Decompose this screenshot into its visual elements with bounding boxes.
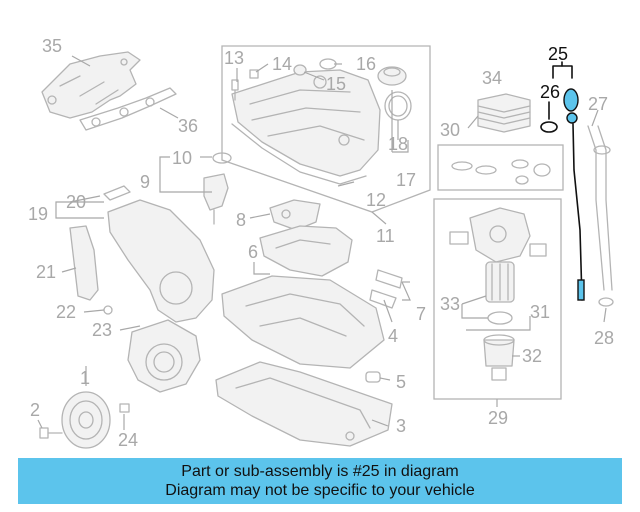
filter-cap-32-part: [483, 334, 515, 381]
callout-35: 35: [42, 36, 62, 56]
o-ring-10-part: [212, 152, 232, 164]
callout-13: 13: [224, 48, 244, 68]
bolt-22-part: [103, 305, 113, 315]
bolt-13-part: [231, 79, 239, 101]
callout-12: 12: [366, 190, 386, 210]
oil-filler-cap-part: [377, 66, 407, 86]
callout-23: 23: [92, 320, 112, 340]
dipstick-seal-26-part: [540, 121, 558, 133]
seal-16-part: [319, 58, 337, 70]
gaskets-30-part: [451, 159, 551, 185]
lower-oil-pan-part: [215, 361, 393, 447]
callout-25-bracket: [552, 65, 573, 79]
callout-6: 6: [248, 242, 258, 262]
crank-pulley-part: [61, 391, 111, 449]
banner-line-part-number: Part or sub-assembly is #25 in diagram: [181, 463, 459, 480]
dipstick-part-highlighted: [563, 88, 585, 301]
part-info-banner: Part or sub-assembly is #25 in diagram D…: [18, 458, 622, 504]
banner-line-disclaimer: Diagram may not be specific to your vehi…: [165, 482, 475, 499]
callout-34: 34: [482, 68, 502, 88]
baffle-6-part: [259, 225, 353, 277]
callout-15: 15: [326, 74, 346, 94]
bolt-24-part: [119, 403, 130, 413]
dipstick-tube-part: [587, 125, 613, 291]
clip-7a-part: [375, 269, 403, 289]
callout-18: 18: [388, 134, 408, 154]
intake-manifold-part: [41, 51, 141, 119]
callout-20: 20: [66, 192, 86, 212]
filter-element-33-part: [485, 261, 515, 325]
callout-33: 33: [440, 294, 460, 314]
callout-4: 4: [388, 326, 398, 346]
callout-25: 25: [548, 44, 568, 64]
callout-27: 27: [588, 94, 608, 114]
oil-filter-housing-part: [449, 207, 547, 263]
callout-32: 32: [522, 346, 542, 366]
drain-plug-part: [365, 371, 381, 383]
callout-26: 26: [540, 82, 560, 102]
callout-16: 16: [356, 54, 376, 74]
callout-9: 9: [140, 172, 150, 192]
pulley-bolt-part: [39, 427, 63, 439]
callout-24: 24: [118, 430, 138, 450]
callout-14: 14: [272, 54, 292, 74]
callout-5: 5: [396, 372, 406, 392]
callout-10: 10: [172, 148, 192, 168]
upper-oil-pan-part: [221, 275, 385, 369]
callout-21: 21: [36, 262, 56, 282]
timing-cover-part: [107, 199, 215, 323]
side-cover-21-part: [69, 225, 99, 301]
valve-cover-part: [231, 69, 381, 185]
callout-2: 2: [30, 400, 40, 420]
tube-seal-28-part: [598, 297, 614, 307]
group-box-30: [437, 144, 564, 191]
callout-28: 28: [594, 328, 614, 348]
callout-36: 36: [178, 116, 198, 136]
callout-1: 1: [80, 368, 90, 388]
callout-3: 3: [396, 416, 406, 436]
cap-15-part: [293, 64, 307, 76]
leader-lines: [37, 55, 607, 430]
callout-22: 22: [56, 302, 76, 322]
oil-cooler-part: [477, 93, 531, 133]
lower-cover-23-part: [127, 319, 201, 393]
bracket-8-part: [269, 199, 321, 231]
callout-17: 17: [396, 170, 416, 190]
callout-11: 11: [376, 226, 395, 246]
callout-31: 31: [530, 302, 550, 322]
box-11-leader: [371, 211, 387, 225]
callout-29: 29: [488, 408, 508, 428]
bolt-14-part: [249, 69, 259, 79]
callout-30: 30: [440, 120, 460, 140]
clip-7b-part: [369, 289, 397, 309]
callout-7: 7: [416, 304, 426, 324]
sensor-9-part: [203, 173, 229, 225]
filler-seal-18-part: [384, 91, 412, 121]
intake-gasket-part: [79, 87, 177, 131]
callout-8: 8: [236, 210, 246, 230]
group-box-cylinder-head-cover: [221, 45, 431, 213]
callout-19: 19: [28, 204, 48, 224]
clip-20-part: [103, 185, 131, 201]
